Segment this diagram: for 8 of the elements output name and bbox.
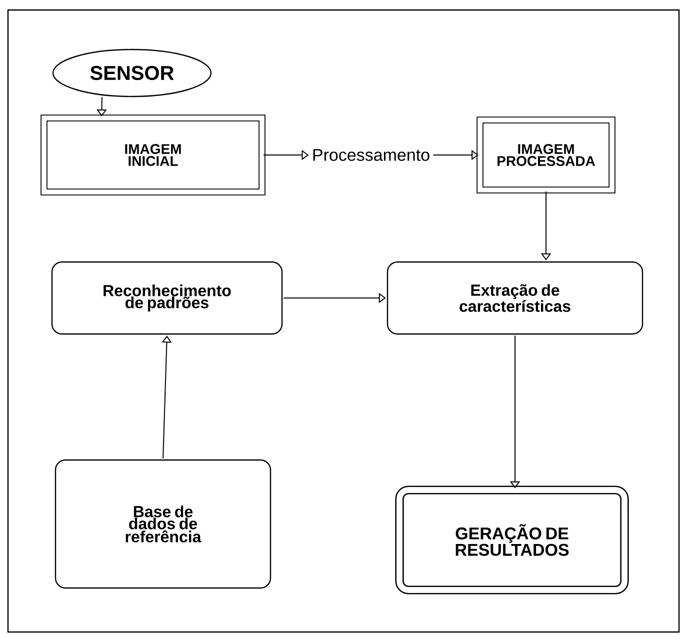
rounded-box: Reconhecimento de padrões [51,261,283,335]
result-box: GERAÇÃO DE RESULTADOS [395,486,629,594]
rounded-box: Base de dados de referência [54,459,272,589]
process-label: Processamento [313,149,430,161]
rounded-box: Extração de características [386,261,644,335]
double-box: IMAGEM INICIAL [40,114,266,196]
ellipse-node: SENSOR [52,48,212,98]
double-box: IMAGEM PROCESSADA [476,116,616,194]
